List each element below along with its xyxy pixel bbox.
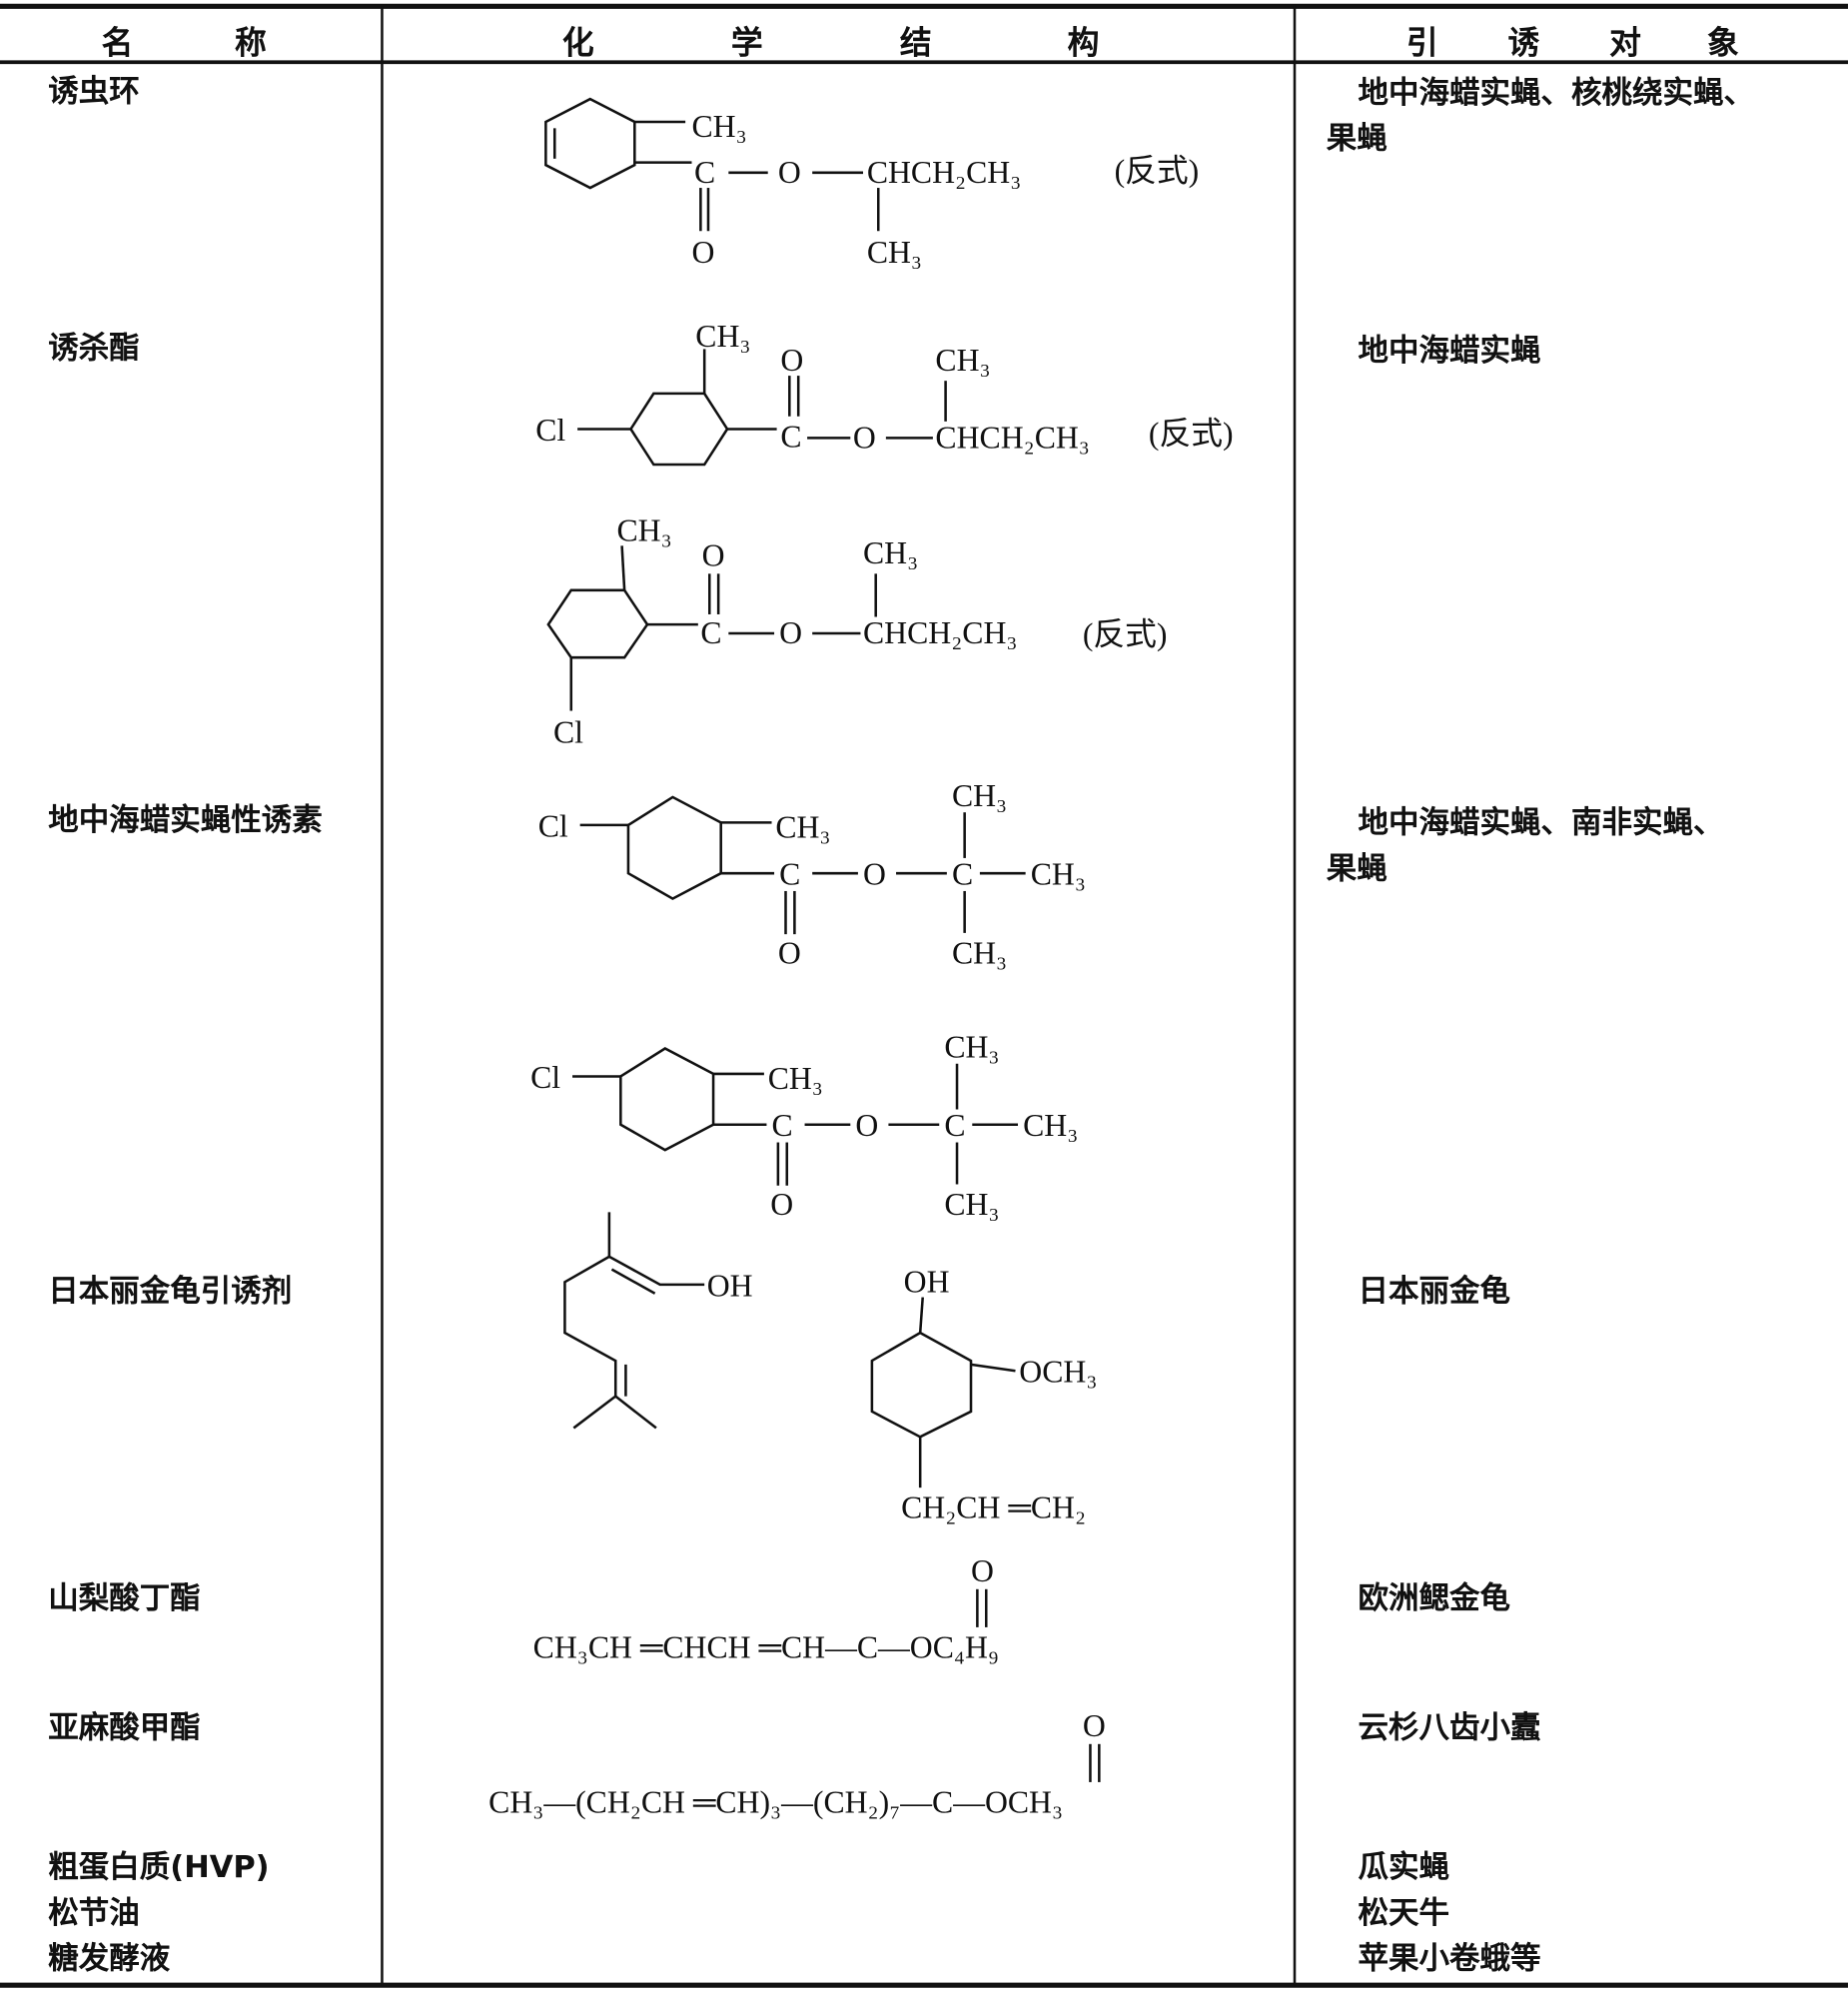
formula-text: OCH₃ (1019, 1355, 1097, 1390)
header-target-char: 象 (1706, 24, 1739, 61)
formula-text: CH₃ (617, 512, 672, 547)
structure-7: O CH₃CH ═CHCH ═CH—C—OC₄H₉ (533, 1553, 999, 1664)
formula-text: O (778, 155, 801, 190)
header-structure-char: 结 (899, 24, 932, 61)
formula-text: CHCH₂CH₃ (867, 155, 1021, 190)
formula-text: O (770, 1187, 793, 1222)
formula-text: C (944, 1108, 965, 1143)
formula-text: CH₃ (952, 778, 1007, 813)
compound-name: 亚麻酸甲酯 (48, 1709, 201, 1746)
header-name-char: 名 (101, 24, 134, 61)
formula-text: CH₃ (691, 109, 746, 144)
target-species: 苹果小卷蛾等 (1358, 1940, 1541, 1977)
cyclohexane-ring (628, 392, 729, 467)
target-species: 地中海蜡实蝇、核桃绕实蝇、 (1358, 74, 1754, 111)
formula-text: CH₃ (867, 235, 922, 270)
formula-text: O (691, 235, 714, 270)
formula-text: CH₃—(CH₂CH ═CH)₃—(CH₂)₇—C—OCH₃ (488, 1784, 1063, 1819)
formula-text: O (779, 615, 802, 650)
cyclohexane-ring (546, 588, 649, 659)
isomer-label: (反式) (1149, 417, 1234, 452)
target-species: 果蝇 (1326, 850, 1387, 886)
header-target-char: 诱 (1507, 24, 1540, 61)
formula-text: CH₂CH ═CH₂ (901, 1491, 1086, 1525)
formula-text: CH₃ (775, 810, 830, 845)
compound-name: 粗蛋白质(HVP) (48, 1849, 270, 1885)
structure-1: CH₃ C O CHCH₂CH₃ O CH₃ (反式) (544, 97, 1200, 270)
formula-text: O (778, 935, 801, 970)
header-structure-char: 构 (1067, 24, 1100, 61)
formula-text: CH₃ (695, 319, 750, 354)
formula-text: C (780, 419, 801, 454)
target-species: 地中海蜡实蝇 (1358, 332, 1541, 369)
compound-name: 诱虫环 (48, 73, 140, 110)
formula-text: CH₃ (952, 935, 1007, 970)
formula-text: CH₃ (863, 535, 918, 570)
compound-name: 地中海蜡实蝇性诱素 (48, 802, 323, 838)
cyclohexane-ring (619, 1047, 715, 1152)
formula-text: Cl (553, 714, 583, 749)
compound-name: 糖发酵液 (48, 1940, 171, 1977)
formula-text: CHCH₂CH₃ (935, 421, 1089, 456)
target-species: 欧洲鳃金龟 (1358, 1579, 1511, 1616)
header-target-char: 引 (1405, 24, 1438, 61)
formula-text: CH₃ (768, 1061, 823, 1096)
formula-text: CH₃ (944, 1187, 999, 1222)
formula-text: O (855, 1108, 878, 1143)
cyclohexene-ring (544, 97, 636, 190)
cyclohexane-ring (626, 795, 722, 901)
formula-text: C (952, 857, 973, 892)
formula-text: Cl (538, 808, 568, 843)
compound-name: 诱杀酯 (48, 330, 140, 366)
formula-text: O (702, 538, 725, 573)
structure-3: CH₃ C O O CH₃ CHCH₂CH₃ Cl (反式) (546, 512, 1168, 749)
formula-text: O (853, 421, 876, 456)
formula-text: Cl (530, 1060, 560, 1095)
target-species: 瓜实蝇 (1358, 1849, 1450, 1885)
formula-text: OH (904, 1264, 950, 1299)
compound-name: 山梨酸丁酯 (48, 1579, 201, 1616)
structure-6: OH OH OCH₃ CH₂CH ═CH₂ (563, 1212, 1097, 1525)
target-species: 地中海蜡实蝇、南非实蝇、 (1358, 804, 1724, 841)
formula-text: O (780, 343, 803, 378)
compound-name: 日本丽金龟引诱剂 (48, 1273, 293, 1309)
formula-text: CH₃CH ═CHCH ═CH—C—OC₄H₉ (533, 1629, 999, 1664)
formula-text: CH₃ (944, 1029, 999, 1064)
formula-text: CH₃ (1023, 1108, 1078, 1143)
formula-text: C (779, 857, 800, 892)
structure-2: Cl CH₃ C O O CH₃ CHCH₂CH₃ (反式) (535, 319, 1234, 467)
target-species: 松天牛 (1358, 1895, 1450, 1931)
target-species: 日本丽金龟 (1358, 1273, 1511, 1309)
target-species: 果蝇 (1326, 120, 1387, 157)
formula-text: CH₃ (1031, 857, 1086, 892)
header-structure-char: 学 (730, 24, 763, 61)
formula-text: O (1083, 1708, 1106, 1743)
formula-text: CH₃ (935, 343, 990, 378)
cyclohexane-ring (870, 1331, 973, 1439)
structure-8: O CH₃—(CH₂CH ═CH)₃—(CH₂)₇—C—OCH₃ (488, 1708, 1106, 1819)
structure-4: Cl CH₃ C O O C CH₃ CH₃ CH₃ (538, 778, 1086, 971)
isomer-label: (反式) (1115, 154, 1200, 189)
formula-text: OH (707, 1268, 753, 1303)
header-structure-char: 化 (561, 24, 594, 61)
formula-text: C (700, 615, 721, 650)
structure-5: Cl CH₃ C O O C CH₃ CH₃ CH₃ (530, 1029, 1078, 1222)
target-species: 云杉八齿小蠹 (1358, 1709, 1541, 1746)
formula-text: O (863, 857, 886, 892)
formula-text: CHCH₂CH₃ (863, 615, 1017, 650)
formula-text: Cl (535, 413, 565, 448)
compound-name: 松节油 (48, 1895, 140, 1931)
formula-text: O (971, 1553, 994, 1588)
formula-text: C (772, 1108, 793, 1143)
formula-text: C (694, 155, 715, 190)
isomer-label: (反式) (1083, 616, 1168, 651)
header-name-char: 称 (235, 24, 267, 61)
header-target-char: 对 (1609, 24, 1641, 61)
